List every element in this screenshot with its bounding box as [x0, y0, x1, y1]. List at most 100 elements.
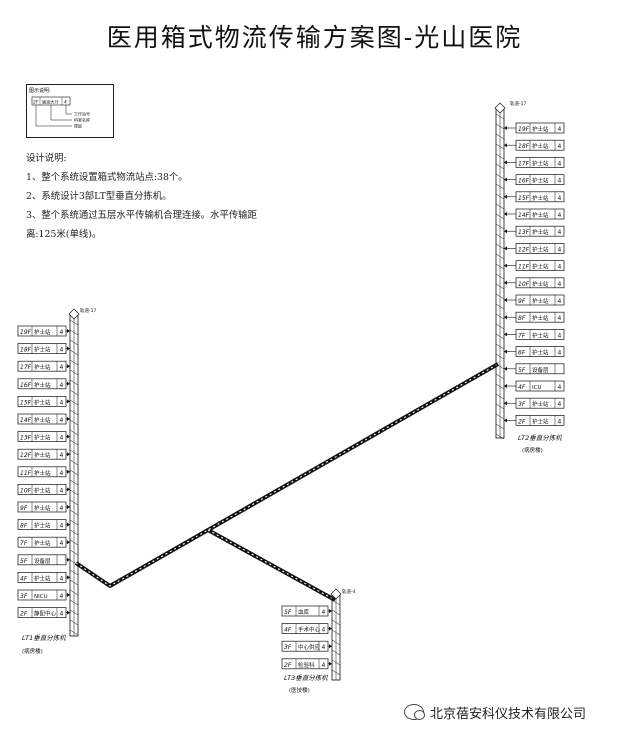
lift-shaft-brace: [495, 223, 505, 230]
lt1-station-5F: 5F 设备层: [17, 554, 70, 566]
lift-shaft-brace: [495, 133, 505, 140]
lift-shaft-brace: [495, 423, 505, 430]
station-dept: 静配中心: [34, 610, 57, 618]
station-dept: 护士站: [34, 434, 51, 442]
notes-line: 1、整个系统设置箱式物流站点:38个。: [26, 172, 188, 183]
station-count: 4: [60, 505, 64, 512]
station-arrow: [67, 417, 70, 421]
station-arrow: [67, 434, 70, 439]
lift-shaft-brace: [69, 379, 79, 386]
lift-shaft-brace: [331, 599, 341, 606]
station-count: 4: [558, 384, 562, 391]
station-count: 4: [558, 264, 562, 271]
station-count: 4: [322, 644, 326, 651]
lift-shaft-brace: [69, 469, 79, 476]
station-dept: 护士站: [34, 574, 51, 582]
station-dept: 护士站: [532, 142, 549, 150]
station-floor: 10F: [20, 487, 32, 494]
legend-leader: [50, 105, 72, 121]
lift-shaft-brace: [69, 349, 79, 356]
station-count: 4: [60, 452, 64, 459]
lift-shaft-brace: [495, 323, 505, 330]
lift-shaft-brace: [495, 413, 505, 420]
lt3-top-label: 轨道-4: [342, 588, 356, 595]
notes-line: 离:125米(单线)。: [26, 229, 102, 240]
lift-shaft-brace: [495, 383, 505, 390]
station-dept: 中心供应: [298, 643, 321, 651]
station-count: 4: [558, 229, 562, 236]
station-floor: 12F: [20, 452, 32, 459]
station-arrow: [504, 229, 507, 234]
station-count: 4: [558, 195, 562, 202]
lift-shaft-brace: [69, 409, 79, 416]
station-dept: 护士站: [34, 451, 51, 459]
station-arrow: [504, 298, 507, 302]
lift-shaft-brace: [69, 479, 79, 486]
station-dept: 设备层: [34, 557, 51, 565]
lift-shaft-brace: [69, 569, 79, 576]
station-arrow: [504, 401, 507, 406]
station-arrow: [67, 469, 70, 474]
station-arrow: [67, 505, 70, 509]
lift-shaft-brace: [331, 609, 341, 616]
lift-shaft-brace: [495, 363, 505, 370]
station-count: 4: [558, 350, 562, 357]
lift-shaft-brace: [69, 599, 79, 606]
lift-shaft-brace: [69, 519, 79, 526]
lift-shaft-brace: [69, 389, 79, 396]
station-arrow: [67, 557, 70, 562]
lift-shaft-brace: [495, 123, 505, 130]
station-arrow: [67, 364, 70, 369]
station-count: 4: [558, 178, 562, 185]
station-floor: 2F: [284, 662, 292, 669]
station-count: 4: [60, 399, 64, 406]
lift-top-cap: [494, 102, 506, 114]
lift-shaft-brace: [495, 163, 505, 170]
station-dept: 护士站: [532, 263, 549, 271]
station-count: 4: [60, 470, 64, 477]
station-floor: 5F: [20, 558, 28, 565]
lift-shaft-brace: [331, 669, 341, 676]
station-dept: 护士站: [532, 400, 549, 408]
station-count: 4: [60, 540, 64, 547]
station-floor: 3F: [518, 401, 526, 408]
station-arrow: [504, 143, 507, 148]
station-floor: 9F: [518, 298, 526, 305]
station-count: 4: [60, 575, 64, 582]
lift-shaft-brace: [69, 539, 79, 546]
station-count: 4: [558, 332, 562, 339]
station-floor: 11F: [518, 264, 530, 271]
legend-caption: 图示说明:: [29, 87, 51, 94]
station-arrow: [67, 610, 70, 615]
station-floor: 17F: [518, 160, 530, 167]
lift-shaft-brace: [495, 303, 505, 310]
station-dept: NICU: [34, 594, 48, 600]
station-count: 4: [322, 662, 326, 669]
station-floor: 16F: [518, 178, 530, 185]
station-floor: 2F: [20, 611, 28, 618]
station-dept: 手术中心: [298, 626, 321, 634]
legend-label: 科室名称: [74, 117, 90, 123]
station-floor: 13F: [518, 229, 530, 236]
lift-shaft-brace: [69, 549, 79, 556]
station-count: 4: [558, 246, 562, 253]
station-count: 4: [60, 347, 64, 354]
station-floor: 13F: [20, 435, 32, 442]
station-arrow: [504, 194, 507, 199]
lift-shaft-brace: [331, 659, 341, 666]
station-count: 4: [60, 329, 64, 336]
